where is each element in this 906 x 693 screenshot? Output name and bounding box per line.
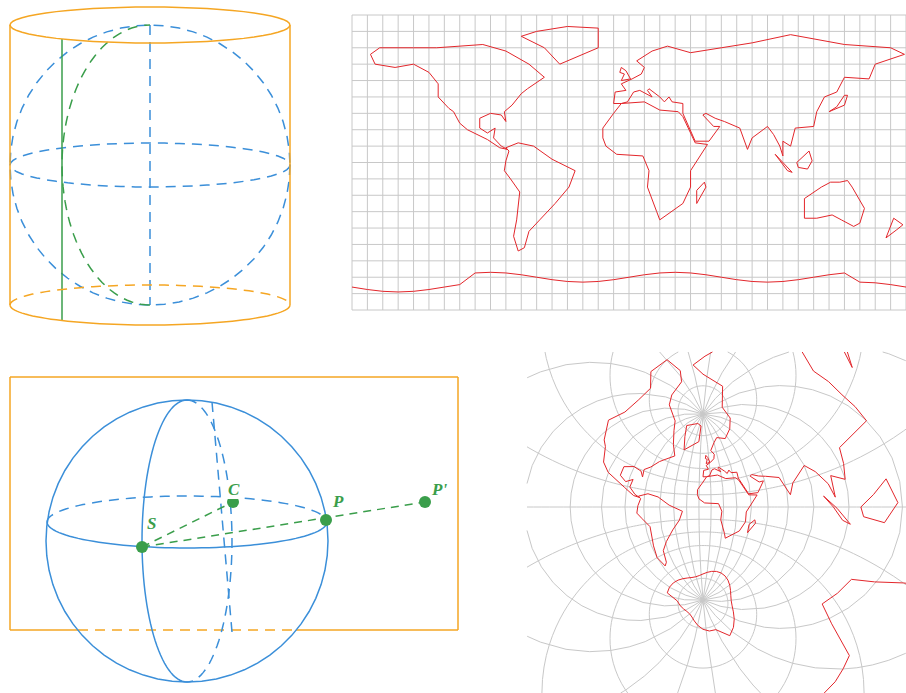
cylinder-bottom-back <box>10 285 290 305</box>
stereographic-figure <box>10 377 458 682</box>
parallel-grid <box>352 146 906 147</box>
coastline <box>822 579 906 693</box>
coastline <box>684 424 701 450</box>
coastline <box>604 360 682 498</box>
coastline <box>861 479 898 523</box>
graticule-line <box>649 352 756 453</box>
coastline <box>603 102 708 220</box>
parallel-grid <box>352 64 906 65</box>
parallel-grid <box>352 195 906 196</box>
coastline <box>824 496 851 524</box>
equator-front <box>47 522 327 548</box>
coastline <box>614 35 905 156</box>
graticule-line <box>527 507 906 508</box>
sphere-outline <box>46 400 328 682</box>
projection-plane-hidden <box>78 629 296 631</box>
meridian-back <box>187 400 232 682</box>
meridian-arc <box>62 25 150 305</box>
projection-plane <box>296 629 458 631</box>
parallel-grid <box>352 310 906 311</box>
cylinder-top <box>10 7 290 43</box>
meridian-front <box>142 400 187 682</box>
parallel-grid <box>352 178 906 179</box>
cylinder-figure <box>10 7 290 325</box>
stereographic-map <box>527 352 906 693</box>
coastline <box>370 45 544 150</box>
point-label: C <box>227 480 240 499</box>
sphere-axis <box>149 25 151 305</box>
parallel-grid <box>352 31 906 32</box>
graticule-line <box>610 546 796 693</box>
point-dot <box>136 541 148 553</box>
parallel-grid <box>352 211 906 212</box>
coastline <box>844 352 852 368</box>
projection-plane <box>10 376 458 378</box>
coastline <box>620 67 631 80</box>
graticule-line <box>621 352 703 693</box>
graticule-line <box>703 352 906 669</box>
parallel-grid <box>352 15 906 16</box>
point-label: P <box>332 492 344 511</box>
point-dot <box>419 496 431 508</box>
tangent-line <box>61 39 63 321</box>
coastline <box>705 455 710 463</box>
graticule-line <box>649 561 756 668</box>
graticule-line <box>703 352 761 693</box>
sphere-outline <box>10 25 290 305</box>
cylinder-side <box>9 25 11 305</box>
coastline <box>747 520 755 533</box>
parallel-grid <box>352 96 906 97</box>
graticule-line <box>527 519 906 585</box>
coastline <box>352 272 906 292</box>
coastline <box>775 154 792 172</box>
cylinder-bottom-front <box>10 305 290 325</box>
coastline <box>886 218 903 238</box>
parallel-grid <box>352 162 906 163</box>
parallel-grid <box>352 244 906 245</box>
projection-plane <box>9 377 11 630</box>
parallel-grid <box>352 113 906 114</box>
coastline <box>504 143 575 251</box>
parallel-grid <box>352 260 906 261</box>
parallel-grid <box>352 129 906 130</box>
point-dot <box>320 514 332 526</box>
coastline <box>521 26 598 64</box>
parallel-grid <box>352 228 906 229</box>
coastline <box>693 352 866 497</box>
coastline <box>637 494 683 566</box>
graticule-line <box>678 578 728 628</box>
coastline <box>829 95 847 111</box>
cylinder-side <box>289 25 291 305</box>
coastline <box>667 571 734 635</box>
graticule-line <box>678 352 703 693</box>
graticule-line <box>678 386 728 436</box>
projection-plane <box>457 377 459 630</box>
projection-plane <box>10 629 78 631</box>
graticule-line <box>703 352 715 693</box>
equator-back <box>47 496 327 522</box>
coastline <box>804 181 864 227</box>
coastline <box>697 475 757 538</box>
graticule-line <box>610 352 796 468</box>
graticule-line <box>542 532 864 693</box>
parallel-grid <box>352 293 906 294</box>
sphere-axis <box>212 402 232 632</box>
projection-ray <box>142 502 425 547</box>
coastline <box>697 182 706 203</box>
point-label: S <box>146 514 157 533</box>
equirectangular-map <box>352 15 906 310</box>
point-label: P' <box>431 480 448 499</box>
coastline <box>797 151 812 169</box>
